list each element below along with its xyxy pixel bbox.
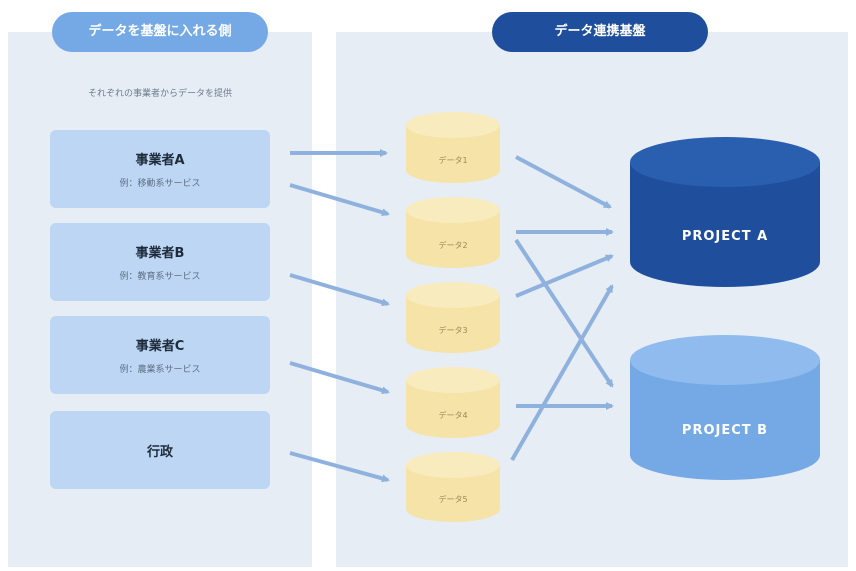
- arrow-c-to-data4: [289, 361, 390, 395]
- arrow-data3-to-project-a: [515, 254, 614, 298]
- project-a-cylinder: [630, 137, 820, 287]
- project-b-label: PROJECT B: [681, 423, 769, 438]
- data-store-2: [406, 197, 500, 268]
- data-store-label-1: データ1: [438, 156, 468, 165]
- entity-name: 事業者A: [135, 153, 185, 168]
- arrow-data2-to-project-b: [514, 238, 614, 388]
- arrow-gov-to-data5: [289, 451, 390, 483]
- entity-business-b: 事業者B 例：教育系サービス: [50, 223, 270, 301]
- data-store-4: [406, 367, 500, 438]
- arrow-a-to-data2: [289, 183, 390, 217]
- entity-name: 行政: [146, 444, 173, 460]
- entity-business-a: 事業者A 例：移動系サービス: [50, 130, 270, 208]
- project-b-cylinder: [630, 335, 820, 480]
- arrow-data1-to-project-a: [515, 155, 612, 209]
- entity-business-c: 事業者C 例：農業系サービス: [50, 316, 270, 394]
- data-store-label-3: データ3: [438, 326, 468, 335]
- data-store-1: [406, 112, 500, 183]
- data-store-3: [406, 282, 500, 353]
- entity-name: 事業者B: [135, 246, 185, 261]
- data-store-label-2: データ2: [438, 241, 468, 250]
- project-a-label: PROJECT A: [681, 229, 769, 244]
- arrow-b-to-data3: [289, 273, 390, 307]
- data-store-label-5: データ5: [438, 495, 468, 504]
- left-subtitle: それぞれの事業者からデータを提供: [87, 89, 232, 99]
- arrow-data5-to-project-a: [510, 284, 614, 461]
- supplier-side-header: データを基盤に入れる側: [52, 12, 268, 52]
- entity-description: 例：移動系サービス: [119, 179, 201, 189]
- entity-description: 例：教育系サービス: [119, 272, 201, 282]
- data-store-5: [406, 452, 500, 522]
- entity-name: 事業者C: [135, 339, 185, 354]
- platform-header: データ連携基盤: [492, 12, 708, 52]
- entity-description: 例：農業系サービス: [119, 365, 201, 375]
- data-store-label-4: データ4: [438, 411, 468, 420]
- entity-government: 行政: [50, 411, 270, 489]
